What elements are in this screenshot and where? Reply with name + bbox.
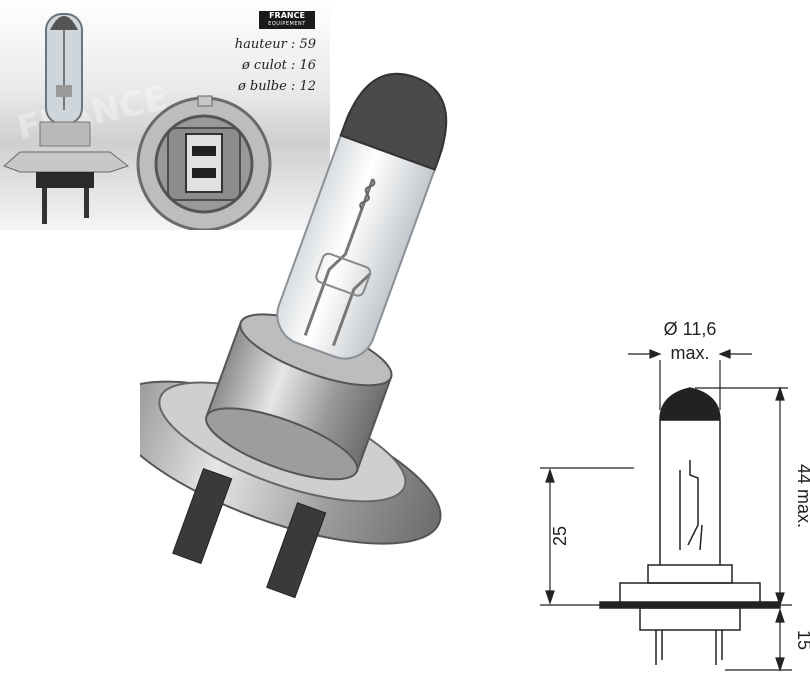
spec-value: 16: [299, 58, 316, 73]
thumbnail-photo: FRANCE: [3, 13, 272, 230]
brand-name: FRANCE: [269, 11, 305, 20]
focal-distance-dimension: [540, 467, 634, 606]
product-thumbnail: FRANCE FRANCE EQUIPEMENT hauteur :: [0, 0, 330, 230]
brand-subtitle: EQUIPEMENT: [268, 21, 306, 27]
spec-value: 59: [299, 37, 316, 52]
focal-label: 25: [550, 526, 570, 546]
base-view-socket: [136, 95, 272, 230]
diameter-dimension: [628, 349, 752, 410]
diameter-note: max.: [670, 343, 709, 363]
spec-bulb-diameter: ø bulbe : 12: [238, 79, 316, 94]
spec-label: ø bulbe :: [237, 79, 296, 94]
dimension-drawing: Ø 11,6 max. 44 max. 25 15: [540, 319, 810, 672]
spec-base-diameter: ø culot : 16: [242, 58, 316, 73]
spec-label: hauteur :: [234, 37, 296, 52]
diameter-label: Ø 11,6: [664, 319, 717, 339]
side-view-bulb: [3, 13, 130, 224]
spec-label: ø culot :: [241, 58, 296, 73]
pin-length-dimension: [725, 608, 792, 672]
height-label: 44 max.: [794, 464, 810, 528]
spec-value: 12: [299, 79, 316, 94]
pins-label: 15: [794, 630, 810, 650]
brand-logo: FRANCE EQUIPEMENT: [259, 11, 315, 29]
spec-height: hauteur : 59: [235, 37, 316, 52]
main-bulb-photo: [140, 72, 448, 599]
height-dimension: [695, 386, 792, 607]
